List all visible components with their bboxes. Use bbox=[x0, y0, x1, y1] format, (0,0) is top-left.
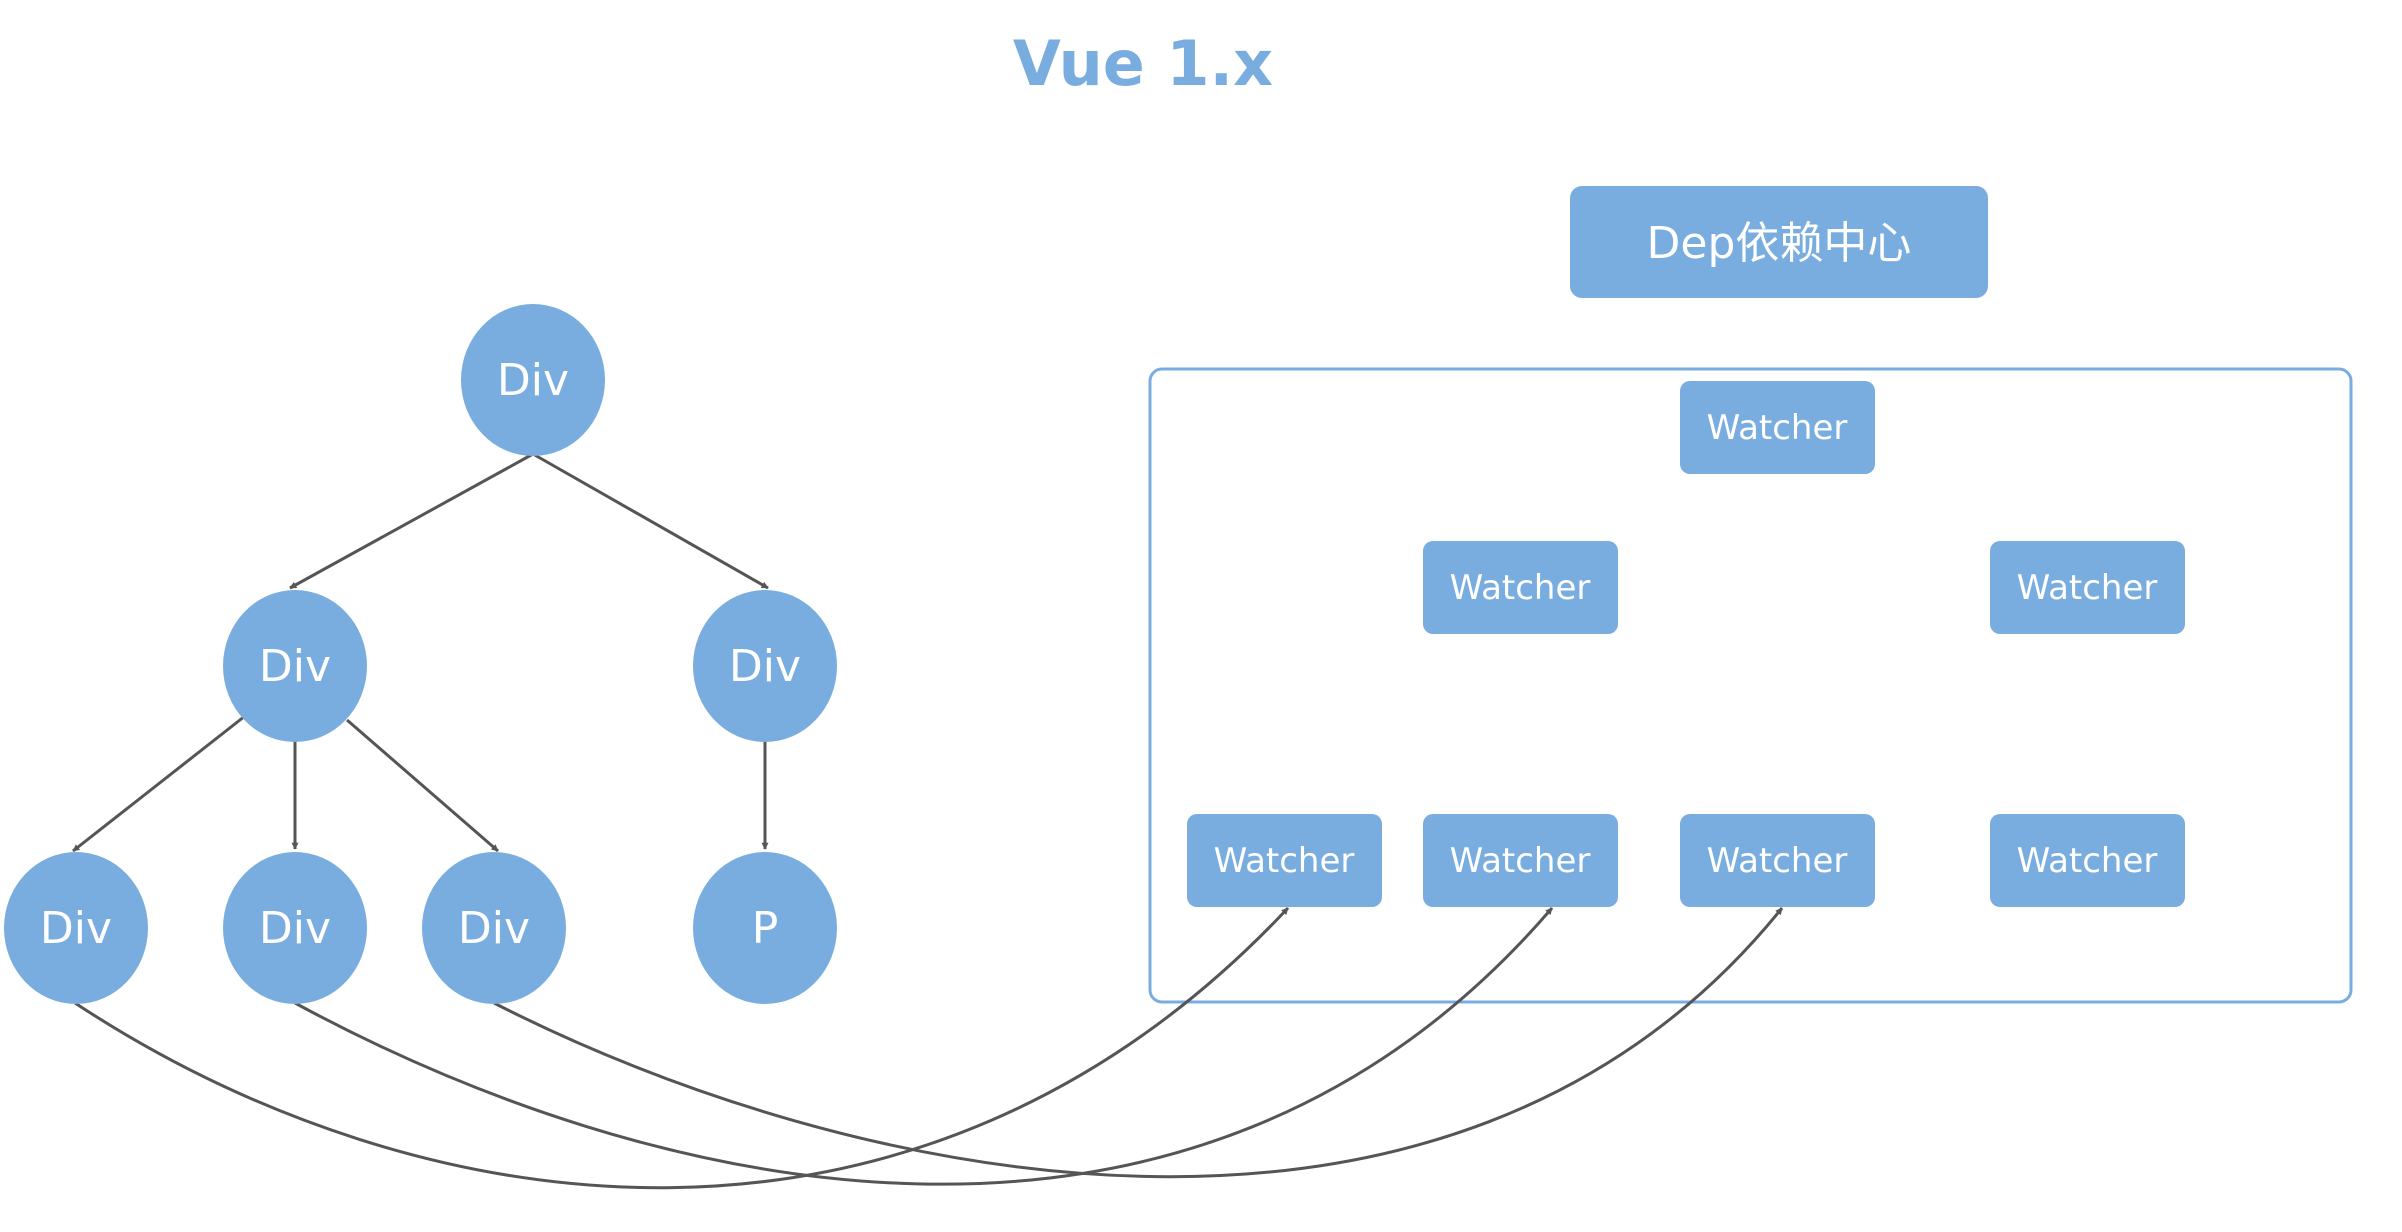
watcher-label: Watcher bbox=[1707, 841, 1848, 881]
edge-left-leaf1 bbox=[72, 714, 246, 853]
edge-left-leaf3 bbox=[346, 718, 499, 853]
diagram-title: Vue 1.x bbox=[1013, 27, 1273, 100]
node-label: Div bbox=[259, 903, 331, 954]
watcher-bottom-3: Watcher bbox=[1680, 814, 1875, 907]
node-left-div: Div bbox=[223, 590, 367, 742]
watcher-label: Watcher bbox=[1450, 841, 1591, 881]
node-right-div: Div bbox=[693, 590, 837, 742]
binding-leaf2-watcher bbox=[294, 907, 1554, 1186]
watcher-label: Watcher bbox=[1450, 568, 1591, 608]
watcher-container bbox=[1148, 367, 2353, 1004]
node-root-div: Div bbox=[461, 304, 605, 456]
watcher-label: Watcher bbox=[2017, 841, 2158, 881]
watcher-mid-right: Watcher bbox=[1990, 541, 2185, 634]
watcher-bottom-4: Watcher bbox=[1990, 814, 2185, 907]
dep-label: Dep依赖中心 bbox=[1647, 218, 1912, 269]
watchers: Watcher Watcher Watcher Watcher Watcher … bbox=[1187, 381, 2185, 907]
watcher-label: Watcher bbox=[1214, 841, 1355, 881]
watcher-label: Watcher bbox=[1707, 408, 1848, 448]
edge-root-left bbox=[289, 452, 534, 590]
node-label: Div bbox=[729, 641, 801, 692]
tree-nodes: Div Div Div Div Div Div P bbox=[4, 304, 837, 1004]
binding-leaf1-watcher bbox=[74, 906, 1290, 1190]
dep-box: Dep依赖中心 bbox=[1570, 186, 1988, 298]
watcher-top: Watcher bbox=[1680, 381, 1875, 474]
node-label: Div bbox=[40, 903, 112, 954]
node-leaf3-div: Div bbox=[422, 852, 566, 1004]
node-label: P bbox=[752, 903, 779, 954]
edge-root-right bbox=[532, 452, 769, 590]
watcher-bottom-2: Watcher bbox=[1423, 814, 1618, 907]
watcher-mid-left: Watcher bbox=[1423, 541, 1618, 634]
watcher-bottom-1: Watcher bbox=[1187, 814, 1382, 907]
node-leaf1-div: Div bbox=[4, 852, 148, 1004]
binding-edges bbox=[74, 906, 1784, 1190]
binding-leaf3-watcher bbox=[493, 907, 1784, 1179]
node-leaf-p: P bbox=[693, 852, 837, 1004]
node-label: Div bbox=[497, 355, 569, 406]
watcher-label: Watcher bbox=[2017, 568, 2158, 608]
tree-edges bbox=[72, 452, 769, 853]
node-label: Div bbox=[259, 641, 331, 692]
node-label: Div bbox=[458, 903, 530, 954]
node-leaf2-div: Div bbox=[223, 852, 367, 1004]
